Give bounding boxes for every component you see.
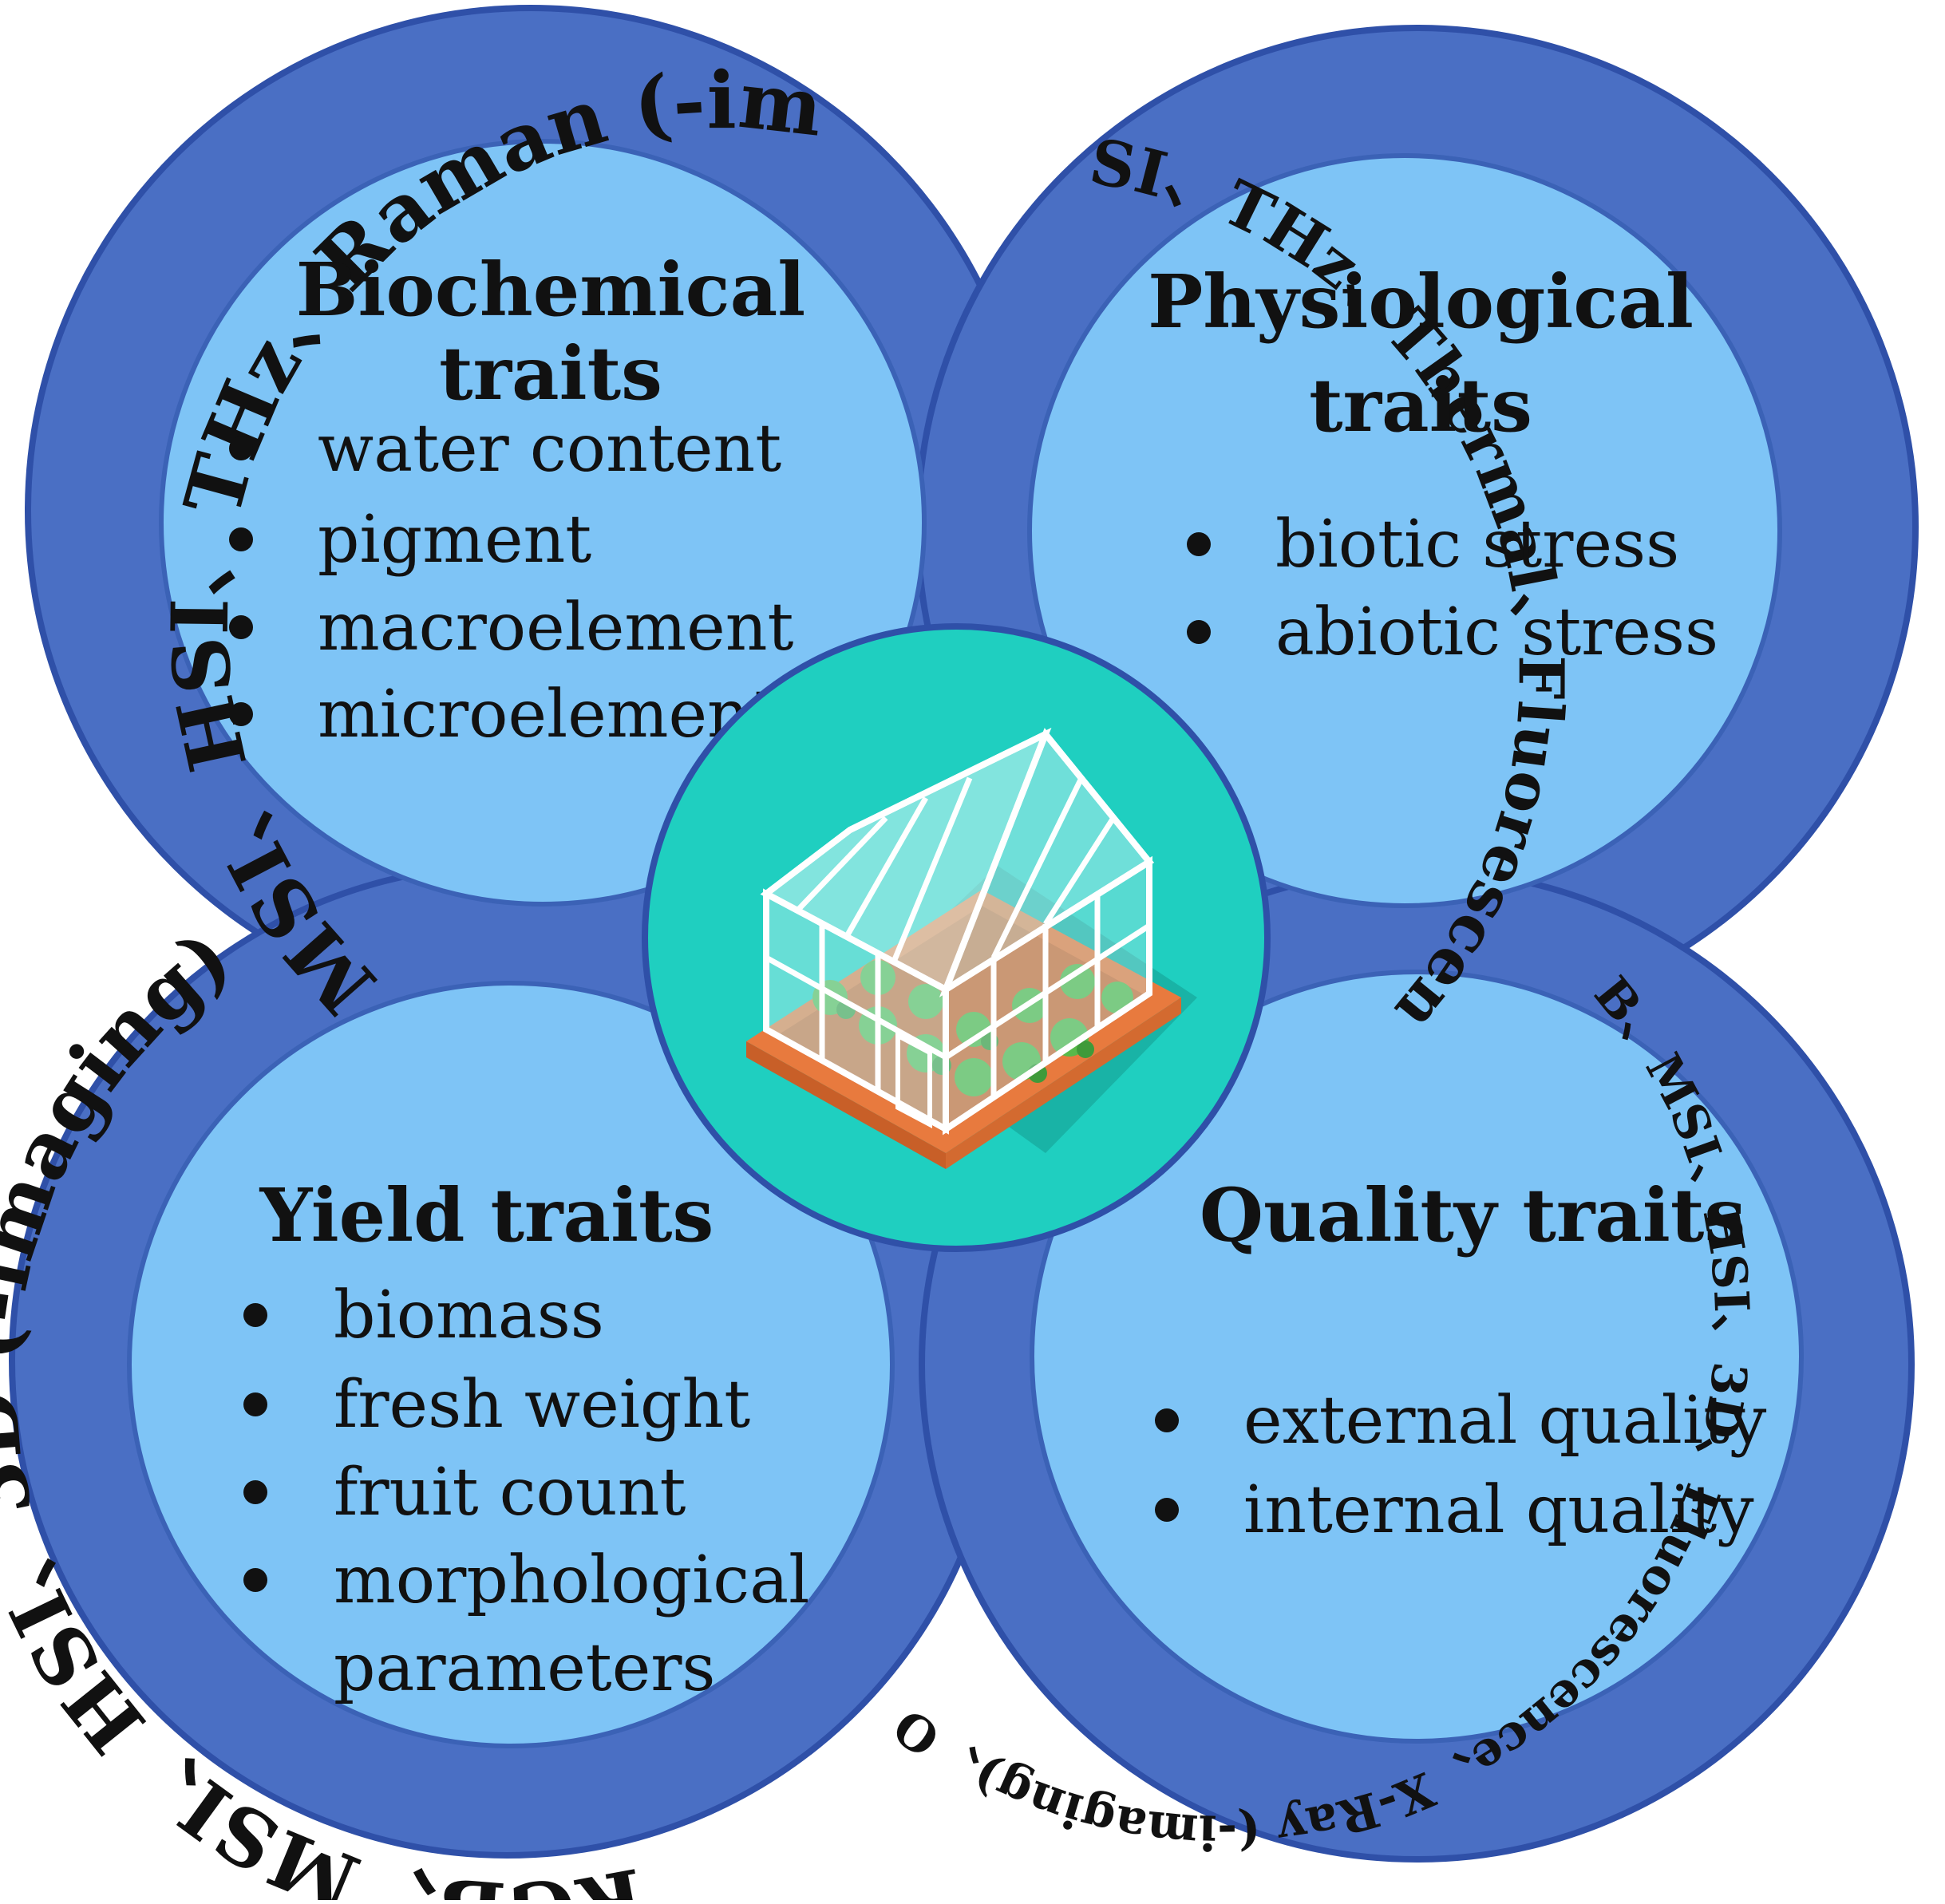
bullet xyxy=(243,1480,267,1504)
bullet xyxy=(1187,620,1211,644)
list-item: fresh weight xyxy=(334,1367,750,1443)
quadrant-physiological: Physiological traits biotic stress abiot… xyxy=(1148,259,1718,670)
list-item: biomass xyxy=(334,1278,604,1353)
bullet xyxy=(229,527,253,551)
list-item-continuation: parameters xyxy=(334,1630,716,1706)
bullet xyxy=(229,702,253,726)
list-item: biotic stress xyxy=(1275,507,1679,583)
center-hub xyxy=(642,623,1271,1252)
list-item: macroelement xyxy=(318,590,794,666)
quadrant-yield: Yield traits biomass fresh weight fruit … xyxy=(243,1172,809,1706)
heading-physiological-line1: Physiological xyxy=(1148,259,1694,345)
greenhouse-icon xyxy=(746,727,1197,1169)
heading-physiological-line2: traits xyxy=(1309,362,1532,448)
heading-biochemical-line2: traits xyxy=(439,330,662,417)
quadrant-quality: Quality traits external quality internal… xyxy=(1155,1172,1767,1548)
bullet xyxy=(229,436,253,460)
list-item: internal quality xyxy=(1243,1472,1754,1548)
bullet xyxy=(1155,1498,1179,1522)
bullet xyxy=(1187,532,1211,556)
inner-discs xyxy=(127,139,1804,1748)
inner-disc-quality xyxy=(1030,970,1804,1744)
list-item: morphological xyxy=(334,1543,809,1618)
quadrant-biochemical: Biochemical traits water content pigment… xyxy=(229,247,805,753)
bullet xyxy=(243,1392,267,1416)
bullet xyxy=(243,1568,267,1592)
list-item: water content xyxy=(318,411,781,487)
list-item: fruit count xyxy=(334,1455,686,1531)
list-item: microelement xyxy=(318,677,776,753)
list-item: pigment xyxy=(318,502,591,578)
bullet xyxy=(229,615,253,639)
list-item: abiotic stress xyxy=(1275,595,1718,670)
heading-quality: Quality traits xyxy=(1200,1172,1745,1258)
heading-biochemical-line1: Biochemical xyxy=(296,247,805,333)
inner-disc-yield xyxy=(127,981,895,1748)
list-item: external quality xyxy=(1243,1383,1767,1459)
inner-disc-physiological xyxy=(1027,153,1782,908)
heading-yield: Yield traits xyxy=(259,1172,714,1258)
inner-disc-biochemical xyxy=(159,139,927,907)
bullet xyxy=(1155,1408,1179,1432)
bullet xyxy=(243,1303,267,1327)
